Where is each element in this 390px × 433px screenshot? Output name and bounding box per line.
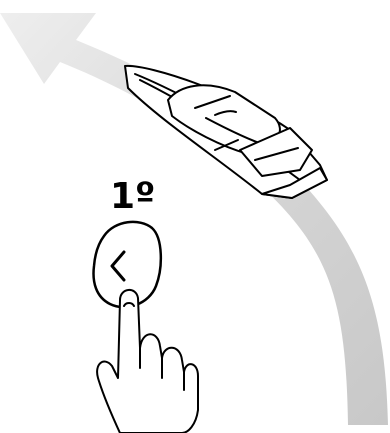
hand-pointer-icon xyxy=(97,290,198,433)
course-arrow-icon xyxy=(0,13,388,425)
step-label: 1º xyxy=(110,176,155,217)
